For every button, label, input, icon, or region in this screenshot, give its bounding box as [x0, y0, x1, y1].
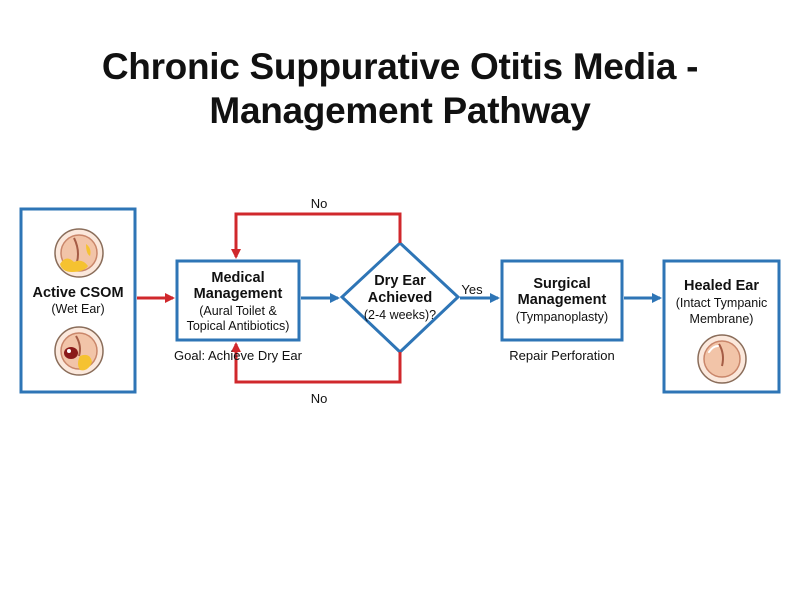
infected-eardrum-icon — [54, 228, 104, 278]
healed-eardrum-icon — [697, 334, 747, 384]
surgical-management-box — [500, 259, 624, 342]
surgical-title-line-1: Surgical — [533, 276, 591, 292]
active-csom-subtitle: (Wet Ear) — [51, 302, 105, 316]
surgical-title-line-2: Management — [517, 292, 607, 308]
no-label-top: No — [310, 196, 328, 211]
healed-detail-line-2: Membrane) — [689, 312, 754, 326]
decision-line-1: Dry Ear — [374, 273, 426, 289]
arrow-no-loop-bottom — [231, 342, 402, 384]
active-csom-title: Active CSOM — [32, 285, 124, 301]
medical-detail-line-2: Topical Antibiotics) — [186, 319, 290, 333]
medical-title-line-2: Management — [193, 286, 283, 302]
decision-line-2: Achieved — [367, 290, 433, 306]
healed-detail-line-1: (Intact Tympanic — [675, 296, 768, 310]
arrow-no-loop-top — [231, 212, 402, 259]
decision-line-3: (2-4 weeks)? — [363, 308, 437, 322]
surgical-repair-note: Repair Perforation — [509, 348, 615, 363]
perforated-eardrum-icon — [54, 326, 104, 376]
medical-management-box — [175, 259, 301, 342]
page-title-line-2: Management Pathway — [209, 90, 591, 131]
yes-label: Yes — [461, 282, 483, 297]
no-label-bottom: No — [310, 391, 328, 406]
surgical-detail: (Tympanoplasty) — [515, 310, 609, 324]
medical-detail-line-1: (Aural Toilet & — [199, 304, 277, 318]
medical-goal-note: Goal: Achieve Dry Ear — [174, 348, 302, 363]
medical-title-line-1: Medical — [211, 270, 265, 286]
healed-ear-title: Healed Ear — [684, 278, 759, 294]
page-title-line-1: Chronic Suppurative Otitis Media - — [101, 46, 699, 87]
